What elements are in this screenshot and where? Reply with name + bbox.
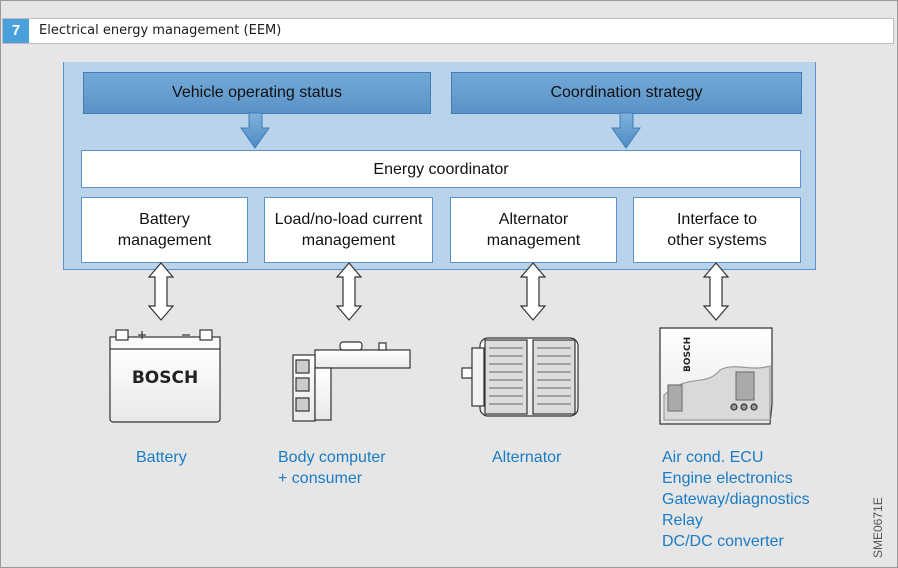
alternator-management-box: Alternator management [450,197,617,263]
interface-double-arrow [702,262,730,321]
battery-icon [109,329,221,423]
figure-code: SME0671E [871,497,885,558]
figure-title: Electrical energy management (EEM) [39,23,282,38]
coordination-strategy-box: Coordination strategy [451,72,802,114]
down-arrow-status [240,112,270,149]
battery-label: Battery [136,449,187,466]
energy-coordinator-box: Energy coordinator [81,150,801,188]
body-computer-label: Body computer + consumer [278,449,386,487]
alternator-double-arrow [519,262,547,321]
body-computer-icon [292,341,411,422]
ecu-systems-label: Air cond. ECU Engine electronics Gateway… [662,449,810,550]
interface-other-systems-box: Interface to other systems [633,197,801,263]
down-arrow-strategy [611,112,641,149]
figure-number: 7 [3,19,29,43]
alternator-fins [489,347,571,405]
ecu-brand-logo: BOSCH [683,337,693,372]
battery-double-arrow [147,262,175,321]
body-computer-double-arrow [335,262,363,321]
battery-brand-logo: BOSCH [132,368,198,388]
load-current-management-box: Load/no-load current management [264,197,433,263]
alternator-label: Alternator [492,449,562,466]
figure-header: 7 Electrical energy management (EEM) [2,18,894,44]
battery-management-box: Battery management [81,197,248,263]
ecu-icon [659,327,773,425]
